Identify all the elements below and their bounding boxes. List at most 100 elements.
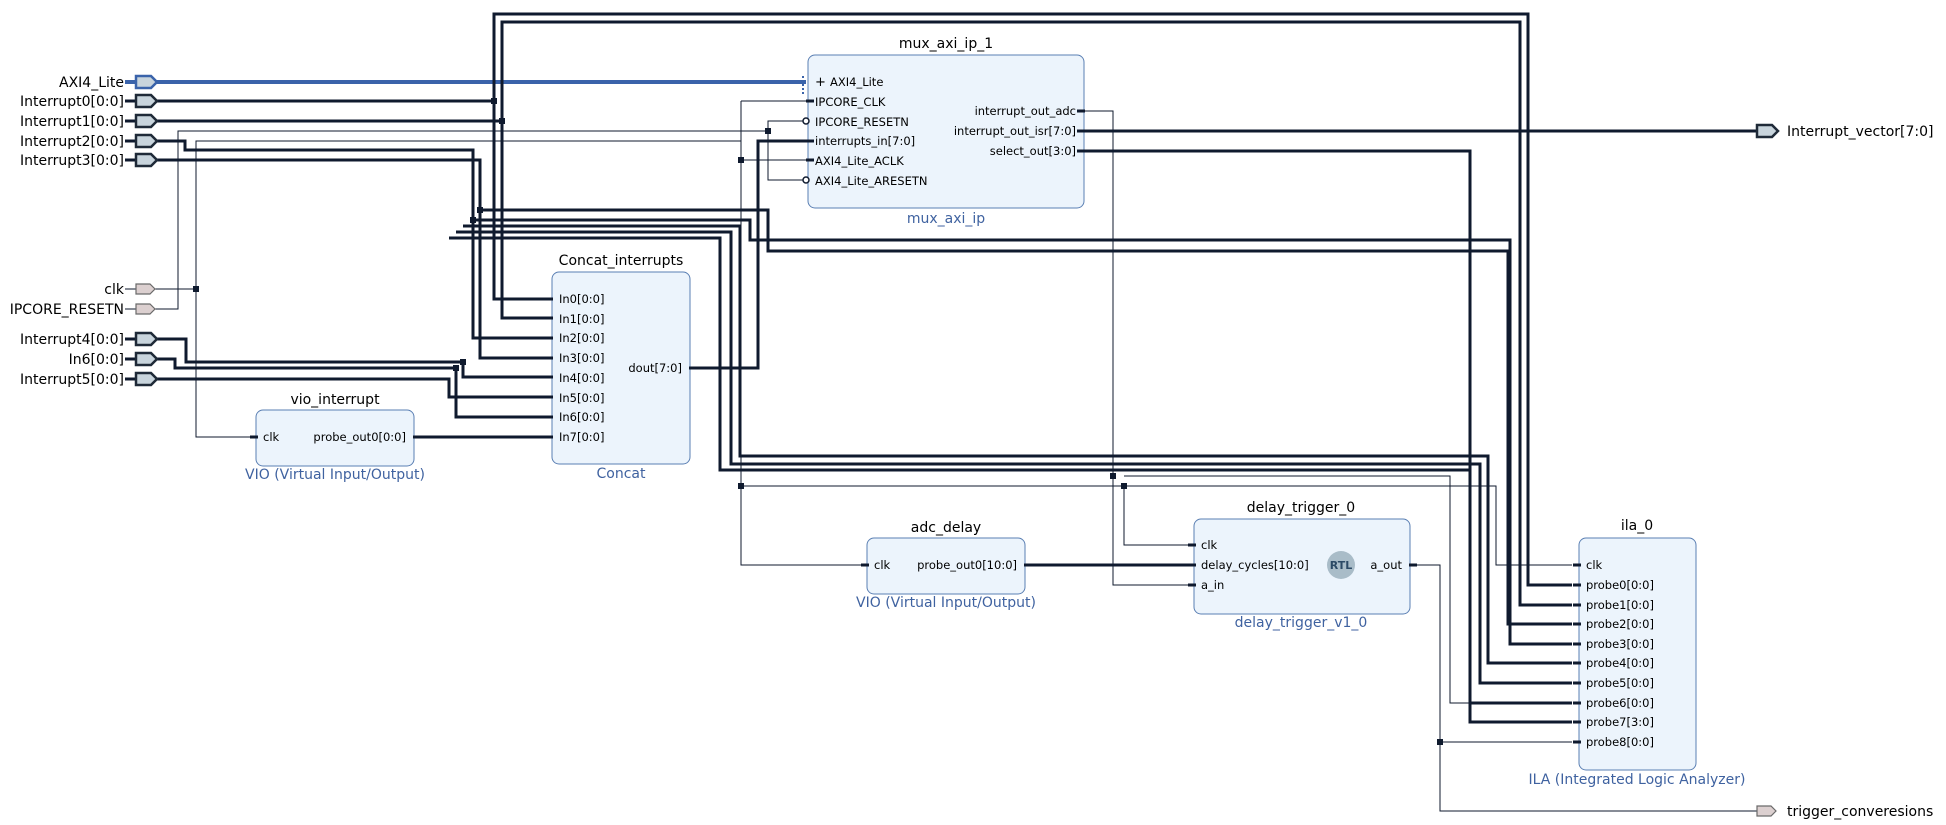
pin-in2[interactable]: In2[0:0] bbox=[559, 331, 604, 345]
wire-clk-mux[interactable] bbox=[195, 140, 741, 289]
pin-in7[interactable]: In7[0:0] bbox=[559, 430, 604, 444]
pin-axi4-lite-aclk[interactable]: AXI4_Lite_ACLK bbox=[815, 154, 904, 168]
block-type-name: delay_trigger_v1_0 bbox=[1235, 615, 1368, 631]
pin-probe5[interactable]: probe5[0:0] bbox=[1586, 676, 1654, 690]
pin-interrupts-in[interactable]: interrupts_in[7:0] bbox=[815, 134, 915, 148]
pin-dout[interactable]: dout[7:0] bbox=[628, 361, 682, 375]
block-concat[interactable]: Concat_interrupts Concat In0[0:0] In1[0:… bbox=[551, 253, 691, 482]
wire-clk[interactable] bbox=[125, 288, 254, 438]
pin-probe0[interactable]: probe0[0:0] bbox=[1586, 578, 1654, 592]
wire-a-out[interactable] bbox=[1410, 564, 1757, 812]
port-interrupt-vector[interactable]: Interrupt_vector[7:0] bbox=[1755, 123, 1933, 140]
pin-probe1[interactable]: probe1[0:0] bbox=[1586, 598, 1654, 612]
wire-adc-int[interactable] bbox=[1085, 110, 1192, 586]
block-vio-interrupt[interactable]: vio_interrupt VIO (Virtual Input/Output)… bbox=[245, 392, 425, 483]
wire-resetn2[interactable] bbox=[767, 131, 806, 181]
pin-in1[interactable]: In1[0:0] bbox=[559, 312, 604, 326]
pin-delay-cycles[interactable]: delay_cycles[10:0] bbox=[1201, 558, 1309, 572]
port-interrupt3[interactable]: Interrupt3[0:0] bbox=[20, 152, 159, 169]
wire-probe3[interactable] bbox=[473, 218, 1572, 646]
pin-axi4-lite-aresetn[interactable]: AXI4_Lite_ARESETN bbox=[815, 174, 927, 188]
port-axi4-lite[interactable]: AXI4_Lite bbox=[59, 74, 159, 91]
pin-in0[interactable]: In0[0:0] bbox=[559, 292, 604, 306]
pin-clk[interactable]: clk bbox=[1586, 558, 1603, 572]
pin-ipcore-resetn[interactable]: IPCORE_RESETN bbox=[815, 115, 909, 129]
pin-probe-out0[interactable]: probe_out0[0:0] bbox=[313, 430, 406, 444]
block-instance-name: adc_delay bbox=[911, 520, 981, 536]
pin-clk[interactable]: clk bbox=[1201, 538, 1218, 552]
wire-interrupt0[interactable] bbox=[125, 99, 551, 301]
block-type-name: VIO (Virtual Input/Output) bbox=[856, 595, 1036, 611]
port-interrupt5[interactable]: Interrupt5[0:0] bbox=[20, 371, 159, 388]
block-type-name: ILA (Integrated Logic Analyzer) bbox=[1529, 772, 1746, 788]
plus-icon: + bbox=[815, 75, 826, 90]
port-label: IPCORE_RESETN bbox=[10, 302, 124, 318]
port-ipcore-resetn[interactable]: IPCORE_RESETN bbox=[10, 302, 156, 318]
pin-in5[interactable]: In5[0:0] bbox=[559, 391, 604, 405]
block-ila[interactable]: ila_0 ILA (Integrated Logic Analyzer) cl… bbox=[1529, 518, 1746, 788]
wire-interrupt5[interactable] bbox=[125, 377, 551, 399]
pin-clk[interactable]: clk bbox=[263, 430, 280, 444]
pin-probe-out0[interactable]: probe_out0[10:0] bbox=[917, 558, 1017, 572]
svg-text:RTL: RTL bbox=[1330, 559, 1353, 572]
wire-probe2[interactable] bbox=[480, 208, 1572, 626]
block-type-name: mux_axi_ip bbox=[907, 211, 985, 227]
block-delay-trigger[interactable]: delay_trigger_0 delay_trigger_v1_0 clk d… bbox=[1193, 500, 1411, 631]
pin-interrupt-out-isr[interactable]: interrupt_out_isr[7:0] bbox=[954, 124, 1076, 138]
pin-in3[interactable]: In3[0:0] bbox=[559, 351, 604, 365]
invert-bubble-icon bbox=[802, 117, 810, 125]
pin-a-out[interactable]: a_out bbox=[1370, 558, 1402, 572]
block-instance-name: delay_trigger_0 bbox=[1247, 500, 1355, 516]
port-interrupt1[interactable]: Interrupt1[0:0] bbox=[20, 113, 159, 130]
port-interrupt0[interactable]: Interrupt0[0:0] bbox=[20, 93, 159, 110]
port-label: clk bbox=[104, 282, 125, 298]
pin-probe6[interactable]: probe6[0:0] bbox=[1586, 696, 1654, 710]
wire-probe6-tap[interactable] bbox=[1124, 475, 1572, 704]
wire-interrupt0-probe[interactable] bbox=[492, 12, 1572, 587]
block-instance-name: mux_axi_ip_1 bbox=[899, 36, 993, 52]
block-instance-name: ila_0 bbox=[1621, 518, 1653, 534]
port-label: Interrupt5[0:0] bbox=[20, 372, 124, 388]
port-interrupt4[interactable]: Interrupt4[0:0] bbox=[20, 331, 159, 348]
pin-probe7[interactable]: probe7[3:0] bbox=[1586, 715, 1654, 729]
wire-clk-delay[interactable] bbox=[1123, 486, 1192, 546]
port-clk[interactable]: clk bbox=[104, 282, 156, 298]
wire-select-out[interactable] bbox=[1085, 149, 1572, 724]
wire-dout[interactable] bbox=[692, 139, 806, 370]
pin-clk[interactable]: clk bbox=[874, 558, 891, 572]
port-label: In6[0:0] bbox=[69, 352, 124, 368]
wire-interrupt2[interactable] bbox=[125, 139, 551, 340]
port-in6[interactable]: In6[0:0] bbox=[69, 351, 159, 368]
wire-clk-mux2[interactable] bbox=[740, 100, 866, 566]
wire-interrupt4[interactable] bbox=[125, 337, 551, 379]
wire-probe5[interactable] bbox=[456, 230, 1572, 685]
pin-axi4-lite[interactable]: AXI4_Lite bbox=[830, 75, 883, 89]
block-mux-axi-ip[interactable]: mux_axi_ip_1 mux_axi_ip AXI4_Lite + IPCO… bbox=[802, 36, 1085, 227]
pin-a-in[interactable]: a_in bbox=[1201, 578, 1224, 592]
pin-probe8[interactable]: probe8[0:0] bbox=[1586, 735, 1654, 749]
wire-interrupt3[interactable] bbox=[125, 158, 551, 360]
pin-probe4[interactable]: probe4[0:0] bbox=[1586, 656, 1654, 670]
block-adc-delay[interactable]: adc_delay VIO (Virtual Input/Output) clk… bbox=[856, 520, 1036, 611]
pin-probe3[interactable]: probe3[0:0] bbox=[1586, 637, 1654, 651]
block-instance-name: Concat_interrupts bbox=[559, 253, 684, 269]
port-trigger-conversions[interactable]: trigger_converesions bbox=[1756, 804, 1933, 820]
pin-ipcore-clk[interactable]: IPCORE_CLK bbox=[815, 95, 886, 109]
pin-in4[interactable]: In4[0:0] bbox=[559, 371, 604, 385]
external-inputs: AXI4_Lite Interrupt0[0:0] Interrupt1[0:0… bbox=[10, 74, 159, 388]
port-label: Interrupt2[0:0] bbox=[20, 134, 124, 150]
pin-probe2[interactable]: probe2[0:0] bbox=[1586, 617, 1654, 631]
block-instance-name: vio_interrupt bbox=[290, 392, 380, 408]
pin-select-out[interactable]: select_out[3:0] bbox=[990, 144, 1076, 158]
pin-in6[interactable]: In6[0:0] bbox=[559, 410, 604, 424]
external-outputs: Interrupt_vector[7:0] trigger_converesio… bbox=[1755, 123, 1933, 820]
port-label: Interrupt_vector[7:0] bbox=[1787, 124, 1933, 140]
wire-in6[interactable] bbox=[125, 357, 551, 419]
wire-resetn[interactable] bbox=[125, 120, 806, 310]
wire-clk-ila[interactable] bbox=[741, 485, 1572, 566]
pin-interrupt-out-adc[interactable]: interrupt_out_adc bbox=[975, 104, 1076, 118]
port-interrupt2[interactable]: Interrupt2[0:0] bbox=[20, 133, 159, 150]
wire-interrupt1-probe[interactable] bbox=[500, 20, 1572, 607]
wire-probe4[interactable] bbox=[463, 224, 1572, 665]
